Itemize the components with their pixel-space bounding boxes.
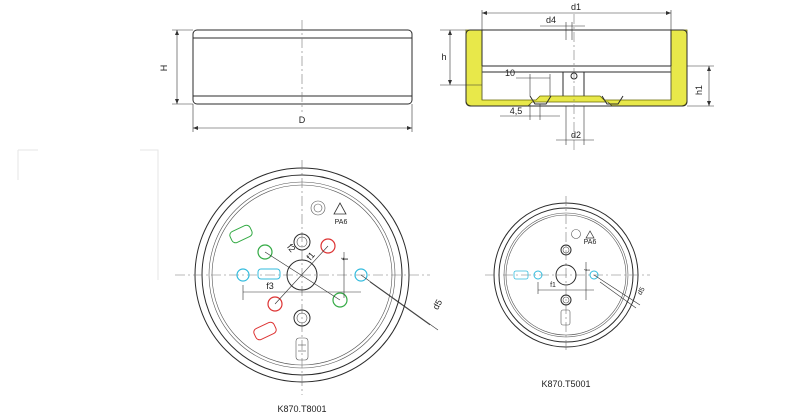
f3-label-large: f3 <box>266 281 274 291</box>
dim-10-label: 10 <box>505 68 515 78</box>
cyan-label-mark <box>257 268 281 280</box>
f-label-large: f <box>340 257 350 260</box>
red-label-mark <box>253 321 277 341</box>
faint-outline <box>17 149 159 280</box>
diameter-label: D <box>299 115 306 125</box>
d2-label: d2 <box>571 130 581 140</box>
d5-label-large: d5 <box>431 298 445 312</box>
h1-label: h1 <box>694 85 704 95</box>
d4-label: d4 <box>546 15 556 25</box>
f2-label-large: f2 <box>285 242 297 254</box>
green-label-mark <box>229 224 253 244</box>
red-marker-bottom <box>267 296 283 312</box>
caption-large: K870.T8001 <box>277 404 326 414</box>
section-view: d1 d4 h h1 10 4,5 d2 <box>440 2 714 150</box>
red-marker-top <box>320 238 336 254</box>
material-label-large: PA6 <box>335 219 348 226</box>
recycle-icon <box>310 200 326 216</box>
cyan-marker-left <box>236 268 250 282</box>
caption-small: K870.T5001 <box>541 379 590 389</box>
top-view-large: PA6 f1 f2 f3 f d5 K870.T8001 <box>175 160 444 414</box>
recycle-icon-small <box>571 229 581 239</box>
green-marker-right <box>332 292 348 308</box>
f1-label-small: f1 <box>550 282 556 289</box>
height-label: H <box>159 65 169 72</box>
cyan-marker-right <box>354 268 368 282</box>
dim-4-5-label: 4,5 <box>510 106 523 116</box>
green-marker-left <box>257 244 273 260</box>
d1-label: d1 <box>571 2 581 12</box>
yellow-insert <box>465 29 688 107</box>
material-label-small: PA6 <box>584 239 597 246</box>
side-view: H D <box>159 20 413 132</box>
cyan-label-mark-small <box>513 270 529 280</box>
side-view-body <box>192 29 413 105</box>
d5-label-small: d5 <box>637 286 647 296</box>
date-stamp-mark <box>295 337 309 361</box>
h-label: h <box>441 52 446 62</box>
cyan-marker-small-right <box>589 270 599 280</box>
recycle-triangle-icon <box>333 202 347 215</box>
cyan-marker-small-left <box>533 270 543 280</box>
recycle-triangle-icon-small <box>585 230 595 239</box>
f-label-small: f <box>585 269 592 271</box>
top-view-small: PA6 f f1 d5 K870.T5001 <box>485 196 650 389</box>
date-stamp-mark-small <box>560 309 571 326</box>
